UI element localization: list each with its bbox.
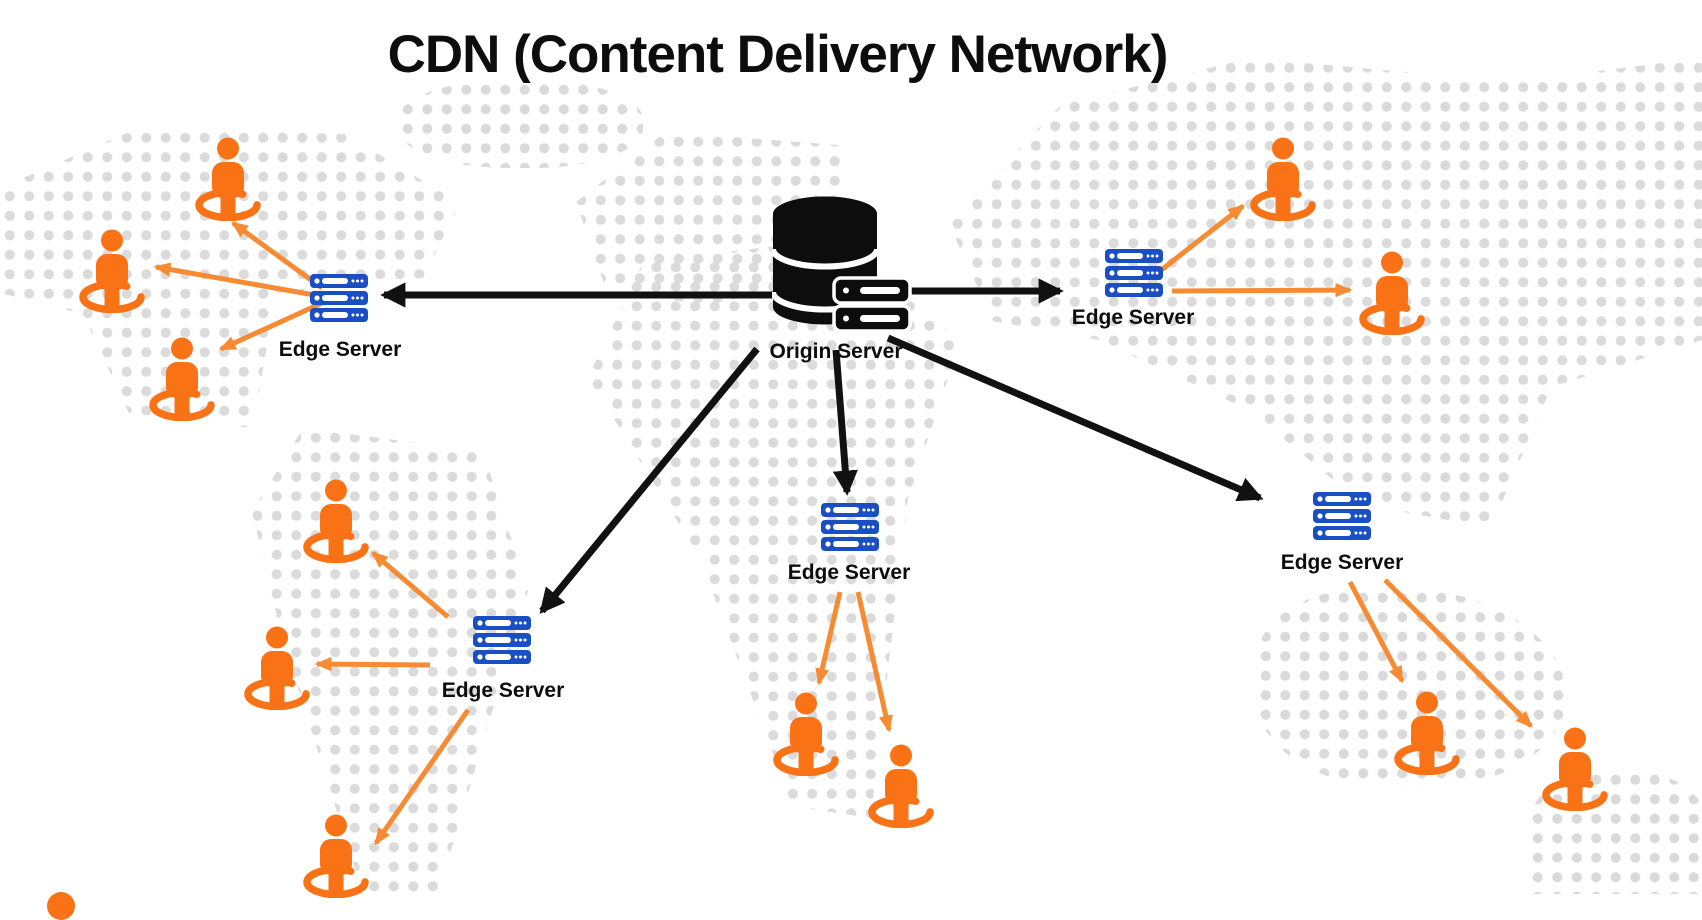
diagram-title: CDN (Content Delivery Network) bbox=[387, 25, 1169, 84]
origin-rack-units bbox=[832, 276, 912, 333]
user-location-icon bbox=[303, 814, 369, 898]
user-location-icon bbox=[303, 479, 369, 563]
arrow-south-west-to-user-1 bbox=[371, 551, 450, 619]
arrow-south-east-to-user-2 bbox=[1383, 578, 1533, 728]
arrow-south-central-to-user-1 bbox=[815, 591, 843, 686]
user-location-icon bbox=[79, 229, 145, 313]
arrow-south-central-to-user-2 bbox=[855, 591, 893, 733]
arrow-west-to-user-2 bbox=[153, 262, 321, 299]
arrow-south-west-to-user-3 bbox=[373, 708, 471, 846]
edge-server-west bbox=[310, 274, 368, 322]
arrow-south-west-to-user-2 bbox=[314, 656, 431, 672]
edge-server-east bbox=[1105, 249, 1163, 297]
edge-server-west-label: Edge Server bbox=[278, 338, 402, 361]
edge-to-user-arrows bbox=[153, 204, 1533, 846]
user-location-icon bbox=[195, 137, 261, 221]
server-rack-icon bbox=[310, 274, 368, 322]
server-rack-icon bbox=[473, 616, 531, 664]
arrow-south-east-to-user-1 bbox=[1347, 580, 1405, 684]
edge-server-south-central-label: Edge Server bbox=[787, 561, 911, 584]
map-southeast-asia bbox=[1256, 588, 1566, 788]
user-location-icon bbox=[868, 744, 934, 828]
database-server-icon bbox=[772, 196, 912, 333]
user-location-icon bbox=[149, 337, 215, 421]
cdn-diagram-canvas: { "title": "CDN (Content Delivery Networ… bbox=[0, 25, 1702, 920]
user-location-icon bbox=[1542, 727, 1608, 811]
arrow-origin-to-edge-south-east bbox=[886, 334, 1264, 502]
edge-server-east-label: Edge Server bbox=[1071, 306, 1195, 329]
connection-arrows bbox=[153, 204, 1533, 846]
user-location-icon bbox=[1359, 251, 1425, 335]
user-location-icon bbox=[1250, 137, 1316, 221]
user-location-icon bbox=[244, 626, 310, 710]
clipped-user-head bbox=[47, 892, 75, 920]
origin-server-node bbox=[772, 194, 912, 334]
arrow-east-to-user-1 bbox=[1158, 204, 1246, 273]
server-rack-icon bbox=[821, 503, 879, 551]
user-location-icon bbox=[1394, 691, 1460, 775]
arrow-west-to-user-3 bbox=[218, 300, 324, 352]
edge-server-south-west bbox=[473, 616, 531, 664]
edge-server-south-east-label: Edge Server bbox=[1280, 551, 1404, 574]
server-rack-icon bbox=[1313, 492, 1371, 540]
arrow-origin-to-edge-south-west bbox=[539, 346, 760, 614]
origin-to-edge-arrows bbox=[380, 278, 1264, 614]
map-australia bbox=[1528, 770, 1702, 894]
arrow-west-to-user-1 bbox=[230, 220, 324, 291]
map-greenland bbox=[398, 80, 643, 168]
user-location-icon bbox=[773, 692, 839, 776]
server-rack-icon bbox=[1105, 249, 1163, 297]
arrow-east-to-user-2 bbox=[1171, 282, 1353, 298]
origin-server-label: Origin Server bbox=[769, 340, 903, 363]
edge-server-south-central bbox=[821, 503, 879, 551]
edge-server-south-west-label: Edge Server bbox=[441, 679, 565, 702]
edge-server-south-east bbox=[1313, 492, 1371, 540]
arrow-origin-to-edge-south-central bbox=[832, 349, 858, 496]
